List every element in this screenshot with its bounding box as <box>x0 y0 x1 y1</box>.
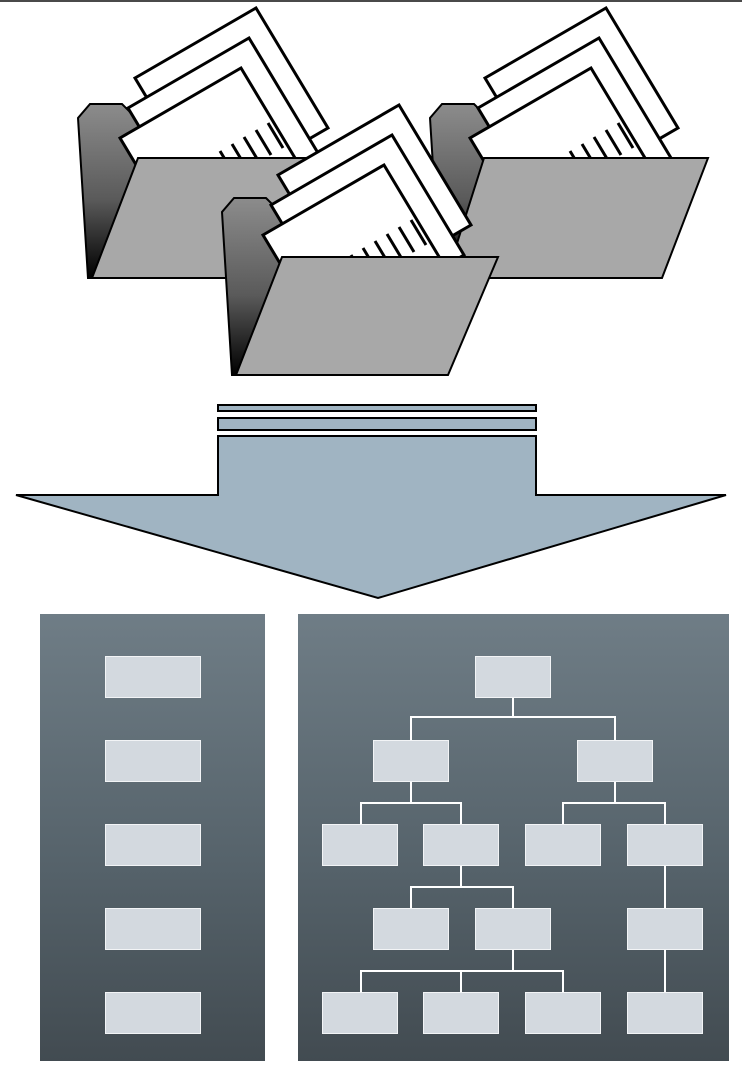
list-item <box>105 824 201 866</box>
tree-connector <box>512 950 514 970</box>
tree-connector <box>410 886 412 908</box>
tree-connector <box>360 802 462 804</box>
tree-connector <box>410 782 412 802</box>
tree-connector <box>360 970 362 992</box>
tree-connector <box>664 802 666 824</box>
tree-node <box>322 992 398 1034</box>
folder-icon <box>220 102 500 376</box>
tree-connector <box>410 886 514 888</box>
hierarchy-tree-panel <box>298 614 729 1061</box>
tree-node <box>525 992 601 1034</box>
tree-node <box>525 824 601 866</box>
list-item <box>105 992 201 1034</box>
tree-node <box>475 908 551 950</box>
folders-illustration <box>15 5 727 600</box>
flat-list-panel <box>40 614 265 1061</box>
tree-connector <box>664 950 666 992</box>
list-item <box>105 908 201 950</box>
folder-icon <box>428 5 710 279</box>
tree-connector <box>614 716 616 740</box>
tree-connector <box>664 866 666 908</box>
tree-connector <box>512 698 514 716</box>
tree-connector <box>562 970 564 992</box>
down-arrow-icon <box>15 404 727 600</box>
tree-connector <box>512 886 514 908</box>
list-item <box>105 740 201 782</box>
tree-connector <box>460 970 462 992</box>
tree-node <box>627 824 703 866</box>
tree-connector <box>410 716 616 718</box>
tree-node <box>373 908 449 950</box>
tree-node-root <box>475 656 551 698</box>
tree-connector <box>360 802 362 824</box>
tree-node <box>322 824 398 866</box>
tree-connector <box>614 782 616 802</box>
tree-connector <box>410 716 412 740</box>
tree-connector <box>562 802 666 804</box>
tree-connector <box>460 802 462 824</box>
list-item <box>105 656 201 698</box>
tree-node <box>627 908 703 950</box>
tree-node <box>373 740 449 782</box>
tree-connector <box>360 970 564 972</box>
top-rule <box>0 0 742 2</box>
tree-node <box>423 824 499 866</box>
tree-connector <box>460 866 462 886</box>
tree-node <box>627 992 703 1034</box>
tree-node <box>577 740 653 782</box>
tree-node <box>423 992 499 1034</box>
tree-connector <box>562 802 564 824</box>
